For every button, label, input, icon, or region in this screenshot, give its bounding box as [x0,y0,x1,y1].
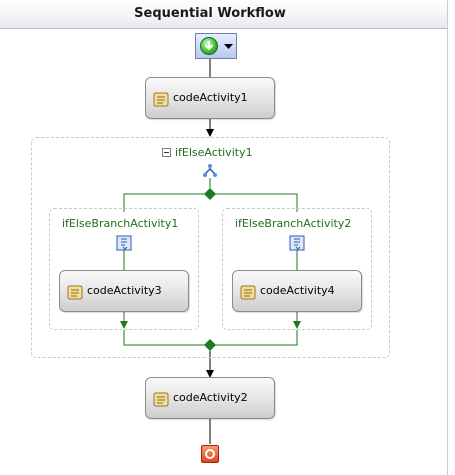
ifelse-label: ifElseActivity1 [175,146,253,159]
designer-header: Sequential Workflow [0,0,447,29]
activity-label: codeActivity4 [260,284,335,297]
condition-icon [116,235,132,251]
start-arrow-icon [200,37,218,55]
workflow-title: Sequential Workflow [134,6,286,21]
branch-1-label: ifElseBranchActivity1 [62,217,179,230]
ifelse-branch-1[interactable] [49,208,199,330]
activity-codeactivity4[interactable]: codeActivity4 [232,270,362,312]
code-scroll-icon [153,392,169,407]
activity-label: codeActivity2 [173,391,248,404]
code-scroll-icon [67,285,83,300]
activity-codeactivity3[interactable]: codeActivity3 [59,270,189,312]
merge-diamond [204,339,216,351]
activity-codeactivity2[interactable]: codeActivity2 [145,377,275,419]
designer-right-border [447,0,448,475]
chevron-down-icon[interactable] [224,44,233,50]
code-scroll-icon [240,285,256,300]
activity-codeactivity1[interactable]: codeActivity1 [145,77,275,119]
ifelse-branch-2[interactable] [222,208,372,330]
condition-icon [289,235,305,251]
code-scroll-icon [153,92,169,107]
start-workflow-button[interactable] [195,33,237,59]
split-diamond [204,188,216,200]
stop-icon[interactable] [201,445,219,463]
ifelse-activity-container[interactable] [31,137,390,358]
branch-2-label: ifElseBranchActivity2 [235,217,352,230]
collapse-icon[interactable] [162,148,171,157]
activity-label: codeActivity3 [87,284,162,297]
activity-label: codeActivity1 [173,91,248,104]
branch-split-icon [203,164,217,177]
